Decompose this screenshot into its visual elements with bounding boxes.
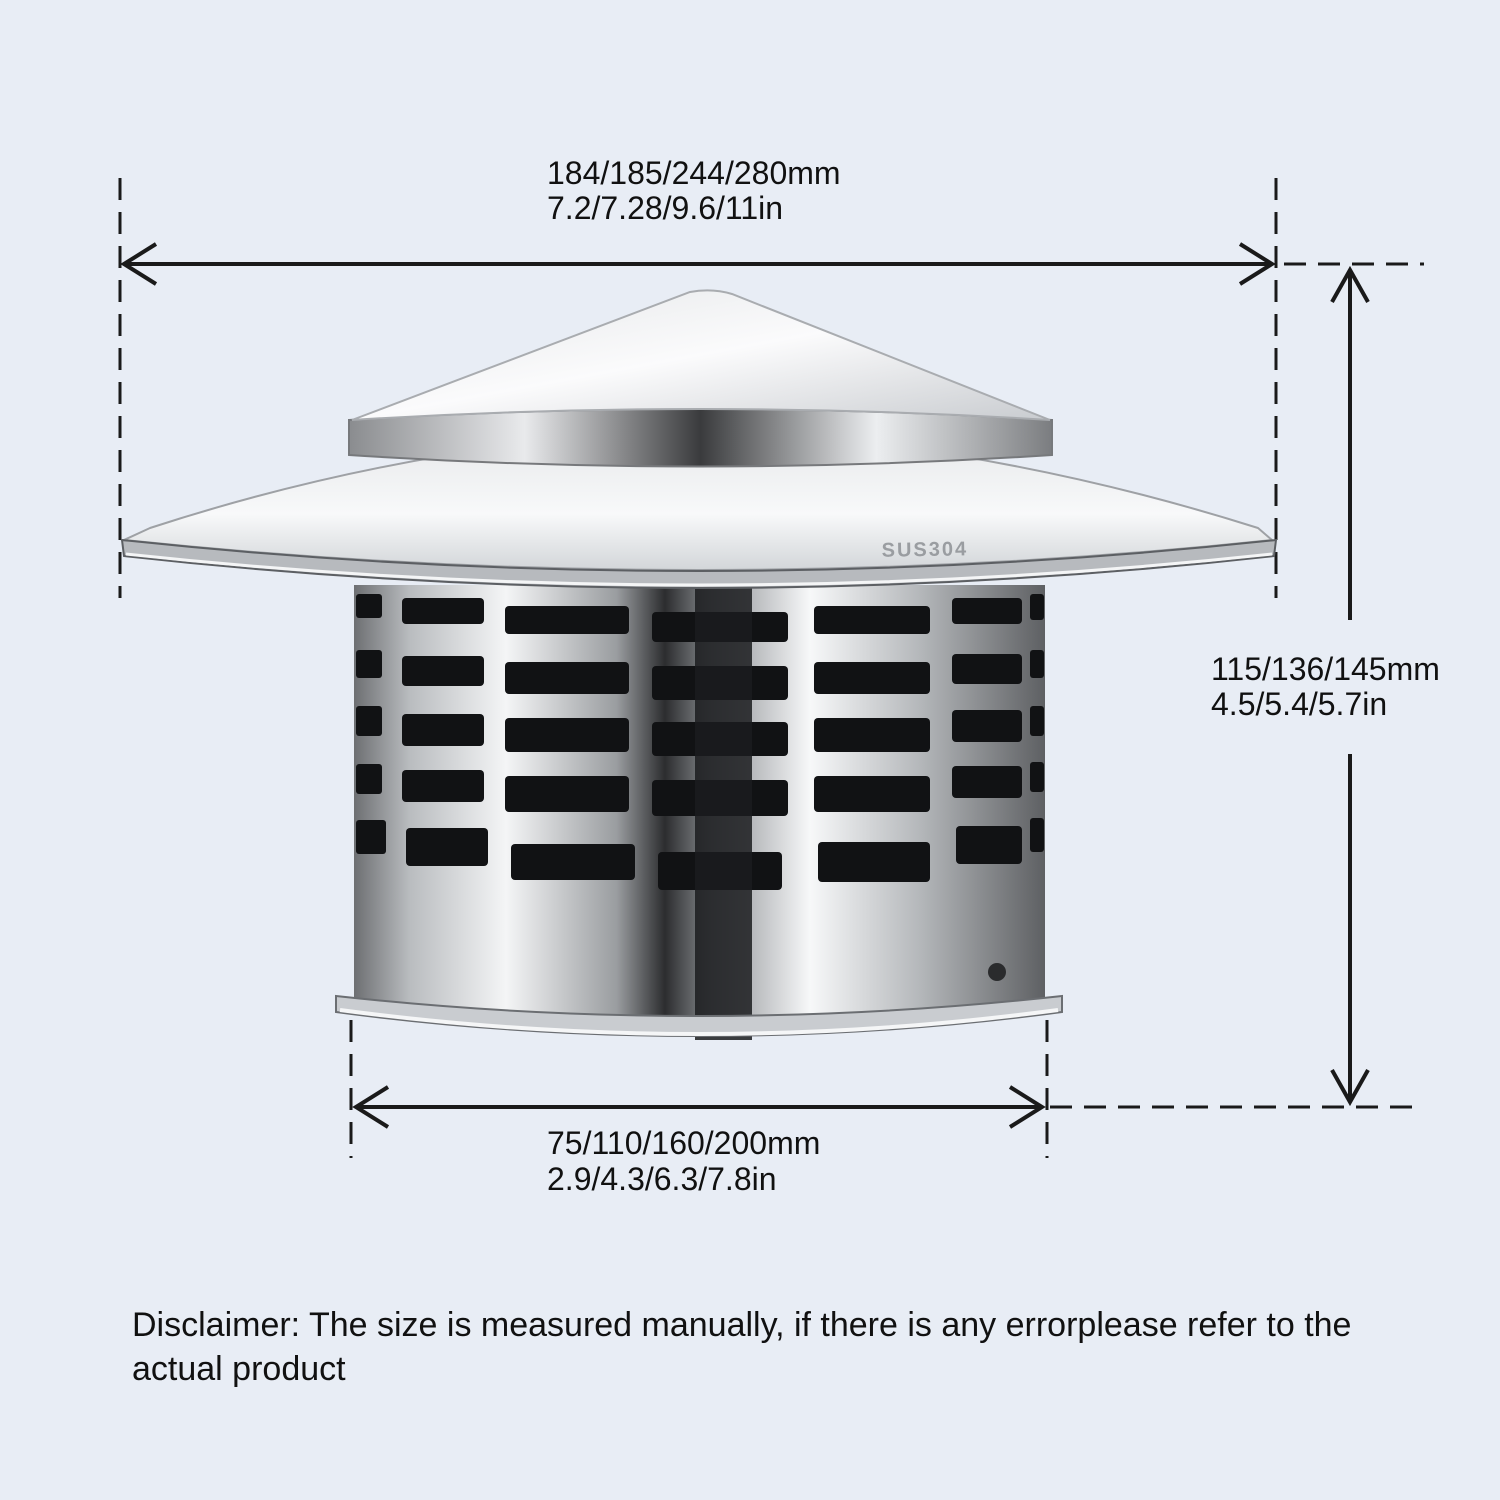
bottom-width-mm-label: 75/110/160/200mm [547, 1125, 821, 1161]
top-width-mm-label: 184/185/244/280mm [547, 155, 841, 191]
top-width-in-label: 7.2/7.28/9.6/11in [547, 190, 784, 226]
height-mm-label: 115/136/145mm [1211, 651, 1440, 687]
material-stamp: SUS304 [881, 538, 968, 562]
height-in-label: 4.5/5.4/5.7in [1211, 686, 1388, 722]
top-width-dimension [118, 178, 1278, 598]
height-dimension [1050, 262, 1424, 1109]
seam-shadow [695, 585, 752, 1040]
screw-hole [988, 963, 1006, 981]
cap-band [348, 408, 1053, 468]
disclaimer-text: Disclaimer: The size is measured manuall… [132, 1306, 1352, 1388]
rain-cap-product: SUS304 [120, 289, 1278, 1040]
bottom-width-dimension [349, 1020, 1049, 1158]
bottom-width-in-label: 2.9/4.3/6.3/7.8in [547, 1161, 777, 1197]
cap-cone [351, 289, 1051, 421]
